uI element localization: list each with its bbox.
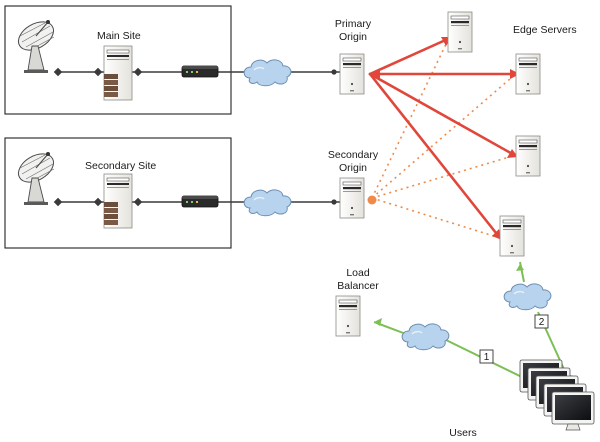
primary-link-arrowheads [370, 37, 520, 240]
main-site-server-icon [103, 45, 133, 101]
secondary-origin-links [371, 39, 519, 239]
primary-origin-label-line1: Primary [335, 18, 372, 30]
users-label: Users [449, 427, 476, 439]
load-balancer-server-icon [335, 295, 361, 337]
secondary-site-network-cloud-icon [243, 189, 292, 217]
main-site-router-icon [181, 65, 219, 78]
secondary-site-label: Secondary Site [85, 160, 156, 172]
primary-origin-links [368, 36, 520, 240]
path-badge-2: 2 [534, 314, 549, 329]
load-balancer-label-line1: Load [346, 267, 370, 279]
primary-origin-server-icon [339, 53, 365, 95]
edge-server-2-icon [515, 53, 541, 95]
secondary-origin-server-icon [339, 177, 365, 219]
load-balancer-label-line2: Balancer [337, 280, 379, 292]
path-badge-2-label: 2 [539, 317, 545, 328]
secondary-origin-label-line1: Secondary [328, 149, 379, 161]
edge-server-1-icon [447, 11, 473, 53]
path-badge-1-label: 1 [484, 352, 490, 363]
edge-network-cloud-icon [503, 283, 552, 311]
edge-server-3-icon [515, 135, 541, 177]
user-monitor-icon [551, 391, 595, 431]
main-site-network-cloud-icon [243, 59, 292, 87]
path-badge-1: 1 [479, 349, 494, 364]
secondary-origin-label-line2: Origin [339, 162, 367, 174]
load-balancer-network-cloud-icon [401, 323, 450, 351]
edge-server-4-icon [499, 215, 525, 257]
primary-origin-label-line2: Origin [339, 31, 367, 43]
edge-servers-label: Edge Servers [513, 24, 577, 36]
secondary-site-server-icon [103, 173, 133, 229]
secondary-site-router-icon [181, 195, 219, 208]
main-site-label: Main Site [97, 30, 141, 42]
users-monitor-stack [519, 359, 595, 431]
secondary-origin-port [367, 195, 377, 205]
